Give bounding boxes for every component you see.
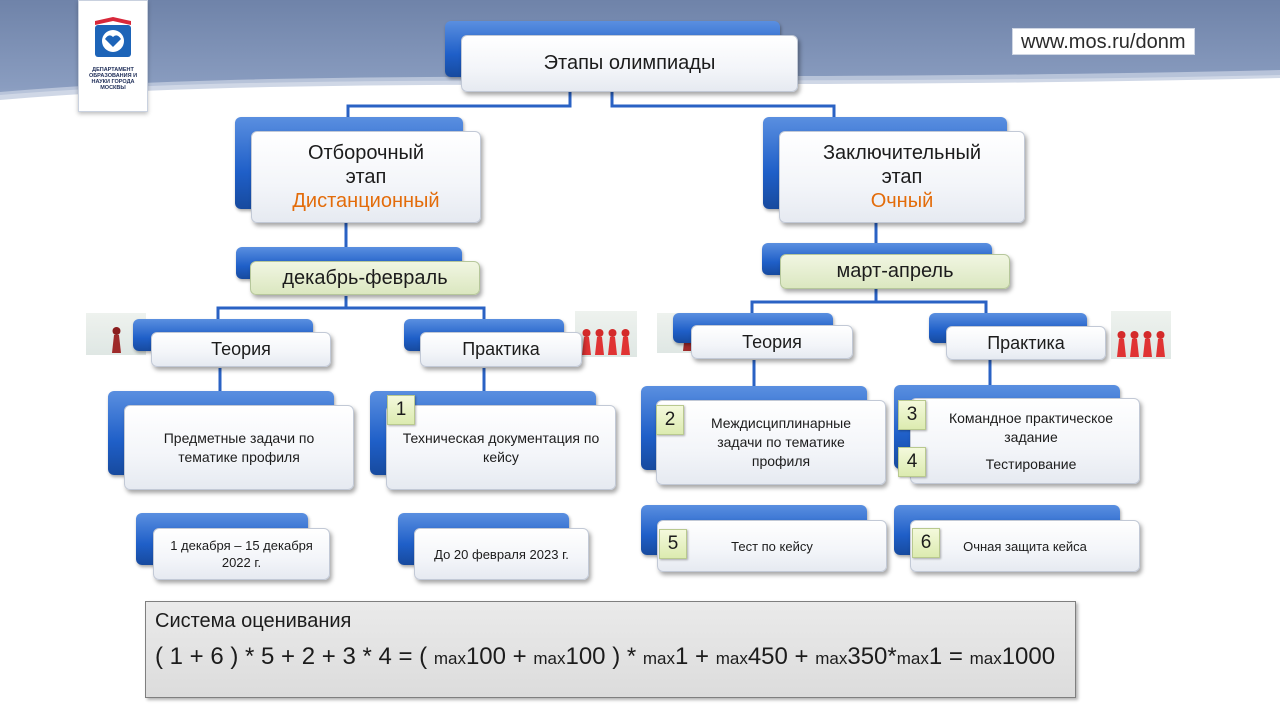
formula-max: max — [815, 649, 848, 668]
right-theory-test: Тест по кейсу — [657, 520, 887, 572]
left-practice-node: Практика — [404, 319, 584, 369]
root-node: Этапы олимпиады — [445, 21, 800, 93]
formula-term: 1000 — [1001, 643, 1056, 670]
right-practice-task: Командное практическое задание — [948, 409, 1114, 445]
evaluation-formula: ( 1 + 6 ) * 5 + 2 + 3 * 4 = ( max100 + m… — [155, 643, 1055, 671]
pawn-icon — [1143, 331, 1152, 357]
formula-lhs: ( 1 + 6 ) * 5 + 2 + 3 * 4 = ( — [155, 643, 428, 670]
stage-final-title-1: Заключительный — [822, 142, 982, 164]
pawn-icon — [595, 329, 604, 355]
left-theory-label: Теория — [151, 332, 331, 367]
formula-max: max — [533, 649, 566, 668]
left-theory-task-node: Предметные задачи по тематике профиля — [108, 391, 356, 491]
right-practice-task-node: Командное практическое задание Тестирова… — [894, 385, 1142, 485]
right-theory-task: Междисциплинарные задачи по тематике про… — [656, 400, 886, 485]
formula-term: 100 ) * — [565, 643, 643, 670]
site-url-link[interactable]: www.mos.ru/donm — [1012, 28, 1195, 55]
team-pawns-image — [1111, 311, 1171, 359]
pawn-icon — [1117, 331, 1126, 357]
number-badge-5: 5 — [659, 529, 687, 559]
right-theory-node: Теория — [673, 313, 855, 361]
stage-qualifying-title-2: этап — [345, 166, 387, 188]
number-badge-1: 1 — [387, 395, 415, 425]
number-badge-6: 6 — [912, 528, 940, 558]
formula-term: 450 + — [747, 643, 816, 670]
right-practice-task-b: Тестирование — [985, 455, 1077, 472]
stage-final-mode: Очный — [870, 190, 934, 212]
number-badge-2: 2 — [656, 405, 684, 435]
root-title: Этапы олимпиады — [461, 35, 798, 92]
stage-final-title-2: этап — [881, 166, 923, 188]
department-logo: ДЕПАРТАМЕНТ ОБРАЗОВАНИЯ И НАУКИ ГОРОДА М… — [78, 0, 148, 112]
period-left-node: декабрь-февраль — [236, 247, 482, 299]
left-practice-date: До 20 февраля 2023 г. — [414, 528, 589, 580]
left-theory-node: Теория — [133, 319, 333, 369]
left-theory-date: 1 декабря – 15 декабря 2022 г. — [153, 528, 330, 580]
right-practice-defense-node: Очная защита кейса — [894, 505, 1142, 573]
globe-book-emblem-icon — [95, 17, 131, 57]
formula-term: 100 + — [465, 643, 534, 670]
stage-qualifying-title-1: Отборочный — [307, 142, 425, 164]
right-practice-defense: Очная защита кейса — [910, 520, 1140, 572]
pawn-icon — [608, 329, 617, 355]
team-pawns-image — [575, 311, 637, 357]
formula-max: max — [642, 649, 675, 668]
formula-term: 350* — [847, 643, 897, 670]
period-right: март-апрель — [780, 254, 1010, 289]
pawn-icon — [1130, 331, 1139, 357]
pawn-icon — [111, 327, 121, 353]
stage-qualifying-mode: Дистанционный — [292, 190, 440, 212]
pawn-icon — [1156, 331, 1165, 357]
right-theory-task-node: Междисциплинарные задачи по тематике про… — [641, 386, 887, 486]
formula-term: 1 + — [675, 643, 716, 670]
evaluation-box: Система оценивания ( 1 + 6 ) * 5 + 2 + 3… — [145, 601, 1076, 698]
formula-max: max — [969, 649, 1002, 668]
left-practice-label: Практика — [420, 332, 582, 367]
left-practice-date-node: До 20 февраля 2023 г. — [398, 513, 591, 581]
pawn-icon — [621, 329, 630, 355]
number-badge-3: 3 — [898, 400, 926, 430]
right-practice-node: Практика — [929, 313, 1109, 361]
formula-max: max — [896, 649, 929, 668]
right-practice-label: Практика — [946, 326, 1106, 360]
formula-max: max — [715, 649, 748, 668]
number-badge-4: 4 — [898, 447, 926, 477]
logo-caption: ДЕПАРТАМЕНТ ОБРАЗОВАНИЯ И НАУКИ ГОРОДА М… — [88, 67, 138, 91]
stage-final-node: Заключительный этап Очный — [763, 117, 1027, 225]
left-practice-task: Техническая документация по кейсу — [386, 405, 616, 490]
left-theory-task: Предметные задачи по тематике профиля — [124, 405, 354, 490]
formula-max: max — [433, 649, 466, 668]
right-theory-label: Теория — [691, 325, 853, 359]
period-left: декабрь-февраль — [250, 261, 480, 295]
formula-term: 1 = — [928, 643, 970, 670]
left-theory-date-node: 1 декабря – 15 декабря 2022 г. — [136, 513, 332, 581]
period-right-node: март-апрель — [762, 243, 1012, 291]
evaluation-title: Система оценивания — [155, 610, 352, 632]
stage-qualifying-node: Отборочный этап Дистанционный — [235, 117, 483, 225]
pawn-icon — [582, 329, 591, 355]
